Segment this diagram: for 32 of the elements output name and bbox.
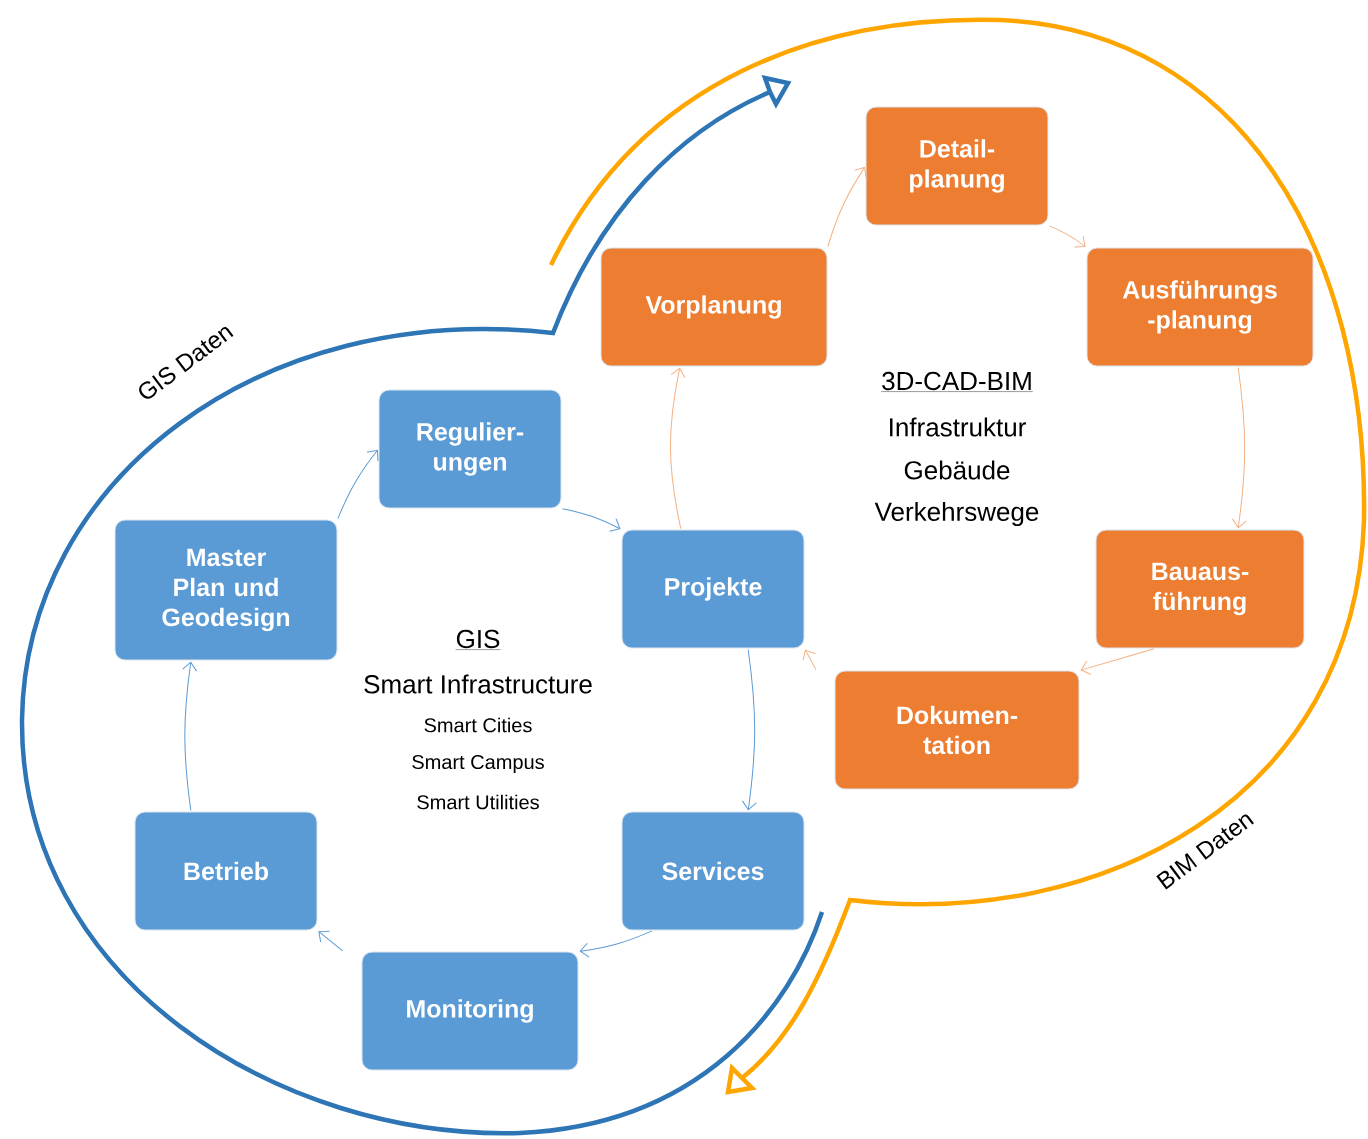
process-box: Regulier- ungen — [378, 389, 562, 509]
arrow — [1231, 367, 1247, 529]
planning-box: Detail- planung — [865, 106, 1049, 226]
label-text: Smart Utilities — [417, 794, 539, 810]
process-box: Monitoring — [361, 951, 579, 1071]
arrow — [337, 449, 379, 520]
label-text: Verkehrswege — [874, 501, 1039, 527]
arrow — [827, 166, 867, 248]
planning-box: Vorplanung — [600, 247, 828, 367]
planning-box: Dokumen- tation — [834, 670, 1080, 790]
planning-box: Ausführungs -planung — [1086, 247, 1314, 367]
label-text: Gebäude — [904, 460, 1010, 480]
planning-box: Bauaus- führung — [1095, 529, 1305, 649]
process-box: Master Plan und Geodesign — [114, 519, 338, 661]
heading-text: GIS — [455, 629, 501, 650]
arrow — [670, 367, 686, 529]
process-box: Services — [621, 811, 805, 931]
label-text: Smart Cities — [424, 717, 532, 733]
arrow — [318, 930, 344, 952]
arrow — [1048, 225, 1086, 248]
arrow — [741, 649, 757, 811]
arrow — [182, 661, 198, 811]
arrow — [1080, 648, 1155, 675]
process-box: Betrieb — [134, 811, 318, 931]
arrow — [579, 930, 653, 958]
arrow — [562, 508, 621, 532]
heading-text: 3D-CAD-BIM — [880, 371, 1034, 392]
label-text: Infrastruktur — [890, 417, 1026, 437]
arrow — [802, 649, 817, 671]
label-text: Smart Infrastructure — [364, 674, 592, 694]
label-text: Smart Campus — [412, 754, 544, 774]
process-box: Projekte — [621, 529, 805, 649]
